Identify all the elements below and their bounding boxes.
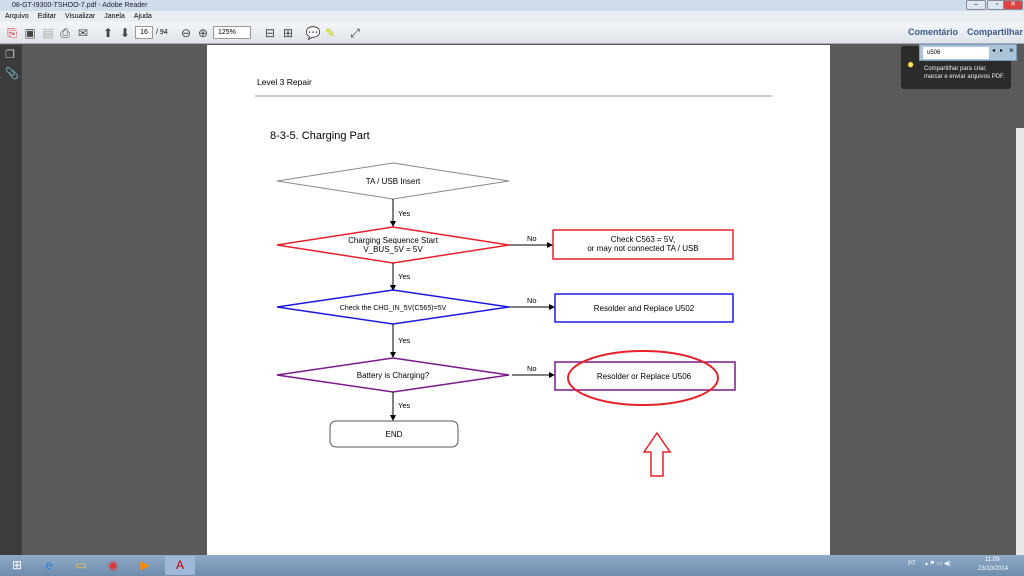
menu-bar: Arquivo Editar Visualizar Janela Ajuda <box>0 11 1024 22</box>
yes-label: Yes <box>398 336 410 345</box>
close-button[interactable]: ✕ <box>1003 0 1023 10</box>
check-c563-box <box>552 229 734 260</box>
yes-label: Yes <box>398 272 410 281</box>
page-number-input[interactable]: 16 <box>135 26 153 39</box>
toolbar: ⎘ ▣ ▤ ⎙ ✉ ⬆ ⬇ 16 / 94 ⊖ ⊕ 125% ⊟ ⊞ 💬 ✎ ⤢… <box>0 22 1024 44</box>
d3-label: Battery is Charging? <box>357 371 430 380</box>
no-label: No <box>527 364 537 373</box>
menu-ajuda[interactable]: Ajuda <box>133 13 152 20</box>
fit-width-icon[interactable]: ⊞ <box>282 26 294 40</box>
taskbar: ⊞ e ▭ ◉ ▶ A PT ▴ ⚑ ▭ ◀) 11:09 23/10/2014 <box>0 555 1024 576</box>
vertical-scrollbar[interactable] <box>1016 128 1024 555</box>
battery-charging-diamond <box>276 357 510 393</box>
media-player-icon[interactable]: ▶ <box>140 558 150 572</box>
no-label: No <box>527 296 537 305</box>
explorer-icon[interactable]: ▭ <box>75 558 87 572</box>
start-label: TA / USB Insert <box>366 177 421 186</box>
find-bar: u506 ◂ ▸ × <box>919 44 1017 61</box>
fullscreen-icon[interactable]: ⤢ <box>350 26 360 40</box>
up-arrow-annotation <box>642 431 672 477</box>
zoom-in-icon[interactable]: ⊕ <box>197 26 209 40</box>
d2-label: Check the CHG_IN_5V(C565)=5V <box>340 305 447 312</box>
zoom-out-icon[interactable]: ⊖ <box>180 26 192 40</box>
page-header: Level 3 Repair <box>257 77 312 87</box>
attachment-icon[interactable]: 📎 <box>5 68 19 80</box>
share-button[interactable]: Compartilhar <box>967 27 1024 37</box>
fit-page-icon[interactable]: ⊟ <box>264 26 276 40</box>
language-indicator[interactable]: PT <box>908 561 916 567</box>
find-close-icon[interactable]: × <box>1009 46 1014 55</box>
save-icon[interactable]: ▤ <box>42 26 54 40</box>
menu-visualizar[interactable]: Visualizar <box>65 13 96 20</box>
b3-label: Resolder or Replace U506 <box>597 372 692 381</box>
highlight-ellipse <box>567 350 719 406</box>
section-title: 8-3-5. Charging Part <box>270 130 370 142</box>
open-icon[interactable]: ▣ <box>24 26 36 40</box>
find-next-icon[interactable]: ▸ <box>1000 48 1004 54</box>
previous-page-icon[interactable]: ⬆ <box>102 26 114 40</box>
b2-label: Resolder and Replace U502 <box>594 304 695 313</box>
window-title: 08-GT-I9300-TSHOO-7.pdf - Adobe Reader <box>12 2 148 9</box>
yes-label: Yes <box>398 401 410 410</box>
chrome-icon[interactable]: ◉ <box>107 558 119 572</box>
pdf-page <box>207 45 830 555</box>
lightbulb-icon: ● <box>907 57 915 71</box>
menu-arquivo[interactable]: Arquivo <box>5 13 29 20</box>
resolder-u506-box <box>554 361 736 391</box>
ie-icon[interactable]: e <box>45 558 53 572</box>
b1-label: Check C563 = 5V, <box>611 235 675 244</box>
highlight-icon[interactable]: ✎ <box>324 26 336 40</box>
minimize-button[interactable]: – <box>966 0 986 10</box>
title-bar: 08-GT-I9300-TSHOO-7.pdf - Adobe Reader –… <box>0 0 1024 11</box>
next-page-icon[interactable]: ⬇ <box>119 26 131 40</box>
page-total: / 94 <box>156 29 168 36</box>
menu-editar[interactable]: Editar <box>37 13 57 20</box>
start-button[interactable]: ⊞ <box>11 558 23 572</box>
b1-label-2: or may not connected TA / USB <box>587 244 698 253</box>
d1-label-2: V_BUS_5V = 5V <box>363 245 423 254</box>
start-diamond <box>276 162 510 200</box>
adobe-reader-icon[interactable]: A <box>165 556 195 575</box>
zoom-select[interactable]: 125% <box>213 26 251 39</box>
resolder-u502-box <box>554 293 734 323</box>
clock-date[interactable]: 23/10/2014 <box>978 566 1009 572</box>
pages-icon[interactable]: ❐ <box>5 49 15 61</box>
find-prev-icon[interactable]: ◂ <box>992 48 996 54</box>
no-label: No <box>527 234 537 243</box>
comment-icon[interactable]: 💬 <box>305 26 321 40</box>
d1-label: Charging Sequence Start <box>348 236 439 245</box>
clock-time[interactable]: 11:09 <box>985 557 1000 563</box>
navigation-pane: ❐ 📎 <box>0 45 22 555</box>
comment-button[interactable]: Comentário <box>908 27 959 37</box>
find-input[interactable]: u506 <box>923 47 989 59</box>
print-icon[interactable]: ⎙ <box>60 26 70 40</box>
end-label: END <box>386 430 403 439</box>
menu-janela[interactable]: Janela <box>104 13 125 20</box>
tray-icons[interactable]: ▴ ⚑ ▭ ◀) <box>925 561 951 567</box>
tooltip-text: Compartilhar para criar, marcar e enviar… <box>924 66 1005 80</box>
email-icon[interactable]: ✉ <box>77 26 89 40</box>
end-box <box>329 420 459 448</box>
yes-label: Yes <box>398 209 410 218</box>
create-pdf-icon[interactable]: ⎘ <box>7 26 17 40</box>
